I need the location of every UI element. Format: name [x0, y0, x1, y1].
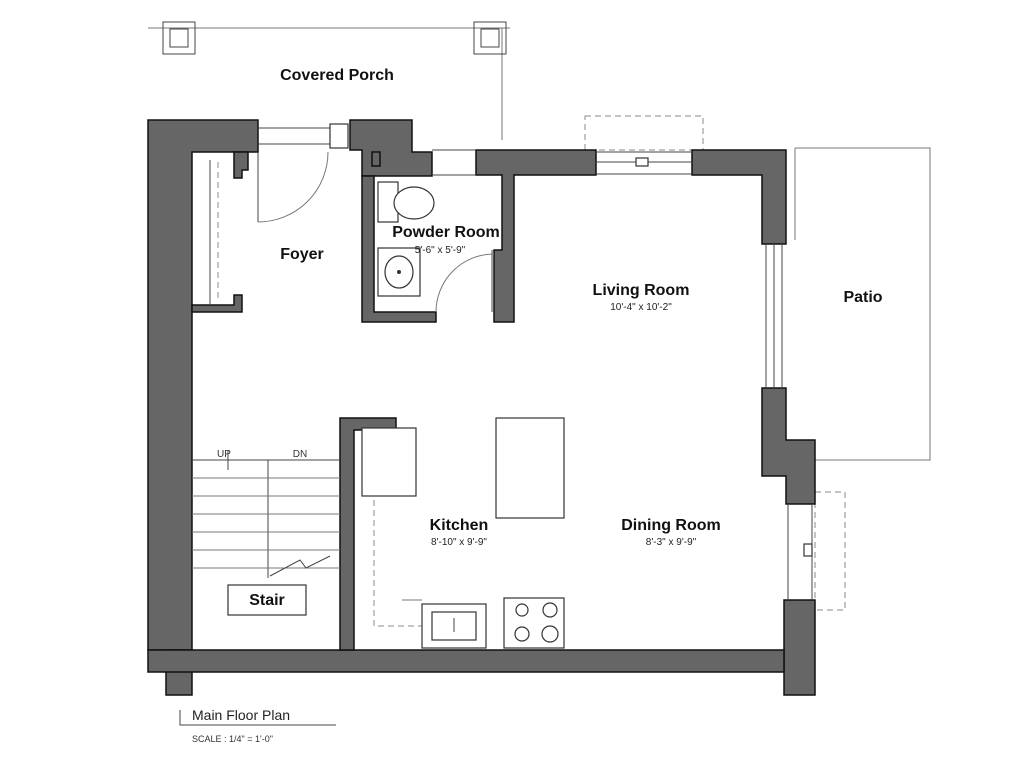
wall-left-exterior	[147, 119, 259, 651]
kitchen-fixtures	[361, 417, 565, 649]
room-label-patio: Patio	[843, 289, 882, 306]
room-dims-powder-room: 5'-6" x 5'-9"	[415, 245, 466, 256]
room-label-foyer: Foyer	[280, 246, 324, 263]
refrigerator	[361, 427, 417, 497]
windows	[258, 123, 813, 600]
bay-window-top	[584, 115, 704, 151]
walls	[147, 119, 816, 696]
plan-scale: SCALE : 1/4" = 1'-0"	[192, 734, 273, 744]
room-label-covered-porch: Covered Porch	[280, 67, 394, 84]
wall-right-lower	[783, 599, 816, 696]
room-label-powder-room: Powder Room	[392, 224, 500, 241]
porch-post-left	[162, 21, 196, 55]
porch-post-right	[473, 21, 507, 55]
title-block: Main Floor Plan SCALE : 1/4" = 1'-0"	[179, 707, 336, 744]
wall-bottom	[147, 649, 785, 673]
foyer-closet	[209, 160, 219, 305]
room-label-kitchen: Kitchen	[430, 517, 489, 534]
wall-center-top	[349, 119, 433, 177]
wall-kitchen-stair	[339, 417, 397, 651]
stair-down-label: DN	[293, 449, 307, 460]
doors	[257, 151, 495, 313]
room-dims-living-room: 10'-4" x 10'-2"	[610, 302, 672, 313]
bay-window-right	[814, 491, 846, 611]
plan-title: Main Floor Plan	[192, 707, 290, 723]
kitchen-island	[495, 417, 565, 519]
wall-powder-right	[475, 149, 597, 323]
wall-right-top	[691, 149, 787, 245]
toilet-bowl	[393, 186, 435, 220]
covered-porch-structure	[148, 21, 510, 140]
stair-treads	[192, 450, 340, 616]
powder-room-fixtures	[377, 181, 435, 297]
room-label-dining-room: Dining Room	[621, 517, 721, 534]
room-label-living-room: Living Room	[593, 282, 690, 299]
room-dims-dining-room: 8'-3" x 9'-9"	[646, 537, 697, 548]
wall-right-middle	[761, 387, 816, 505]
stair-up-label: UP	[217, 449, 231, 460]
stair-label-box	[227, 584, 307, 616]
room-dims-kitchen: 8'-10" x 9'-9"	[431, 537, 487, 548]
patio-outline	[794, 147, 931, 461]
room-label-stair: Stair	[249, 592, 285, 609]
